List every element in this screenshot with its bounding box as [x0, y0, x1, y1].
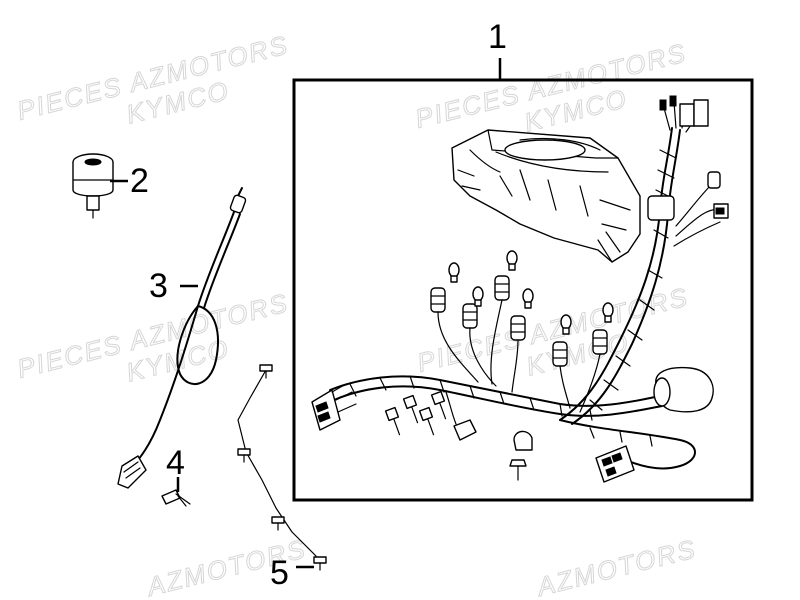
right-connector [595, 445, 635, 483]
bulb-socket [510, 315, 526, 393]
part-3-cable [117, 187, 247, 489]
bulb-socket [552, 341, 571, 409]
speedometer-housing [451, 129, 641, 263]
watermark-left-top: PIECES AZMOTORS KYMCO [14, 29, 292, 130]
callout-5: 5 [270, 554, 289, 592]
bulb-sockets [430, 275, 608, 413]
wire-harness [329, 95, 729, 470]
harness-clips [445, 391, 533, 451]
bulb-socket [490, 275, 510, 385]
bulb-socket [462, 303, 497, 387]
part-1-frame [292, 78, 754, 502]
bulb-socket [430, 287, 479, 383]
callout-1: 1 [488, 18, 507, 56]
small-bulbs [448, 250, 614, 335]
callout-4: 4 [166, 444, 185, 482]
callout-2: 2 [130, 162, 149, 200]
watermark-text: AZMOTORS [532, 533, 699, 600]
part-2-switch [72, 153, 114, 219]
watermark-left-middle: PIECES AZMOTORS KYMCO [14, 287, 292, 388]
watermark-bottom-right: AZMOTORS [532, 533, 700, 600]
part-5-screws [237, 364, 327, 571]
callout-3: 3 [149, 267, 168, 305]
part-4-screw [161, 489, 191, 507]
left-connector [311, 383, 357, 431]
bulb-socket [579, 329, 608, 413]
bolts [384, 390, 527, 481]
